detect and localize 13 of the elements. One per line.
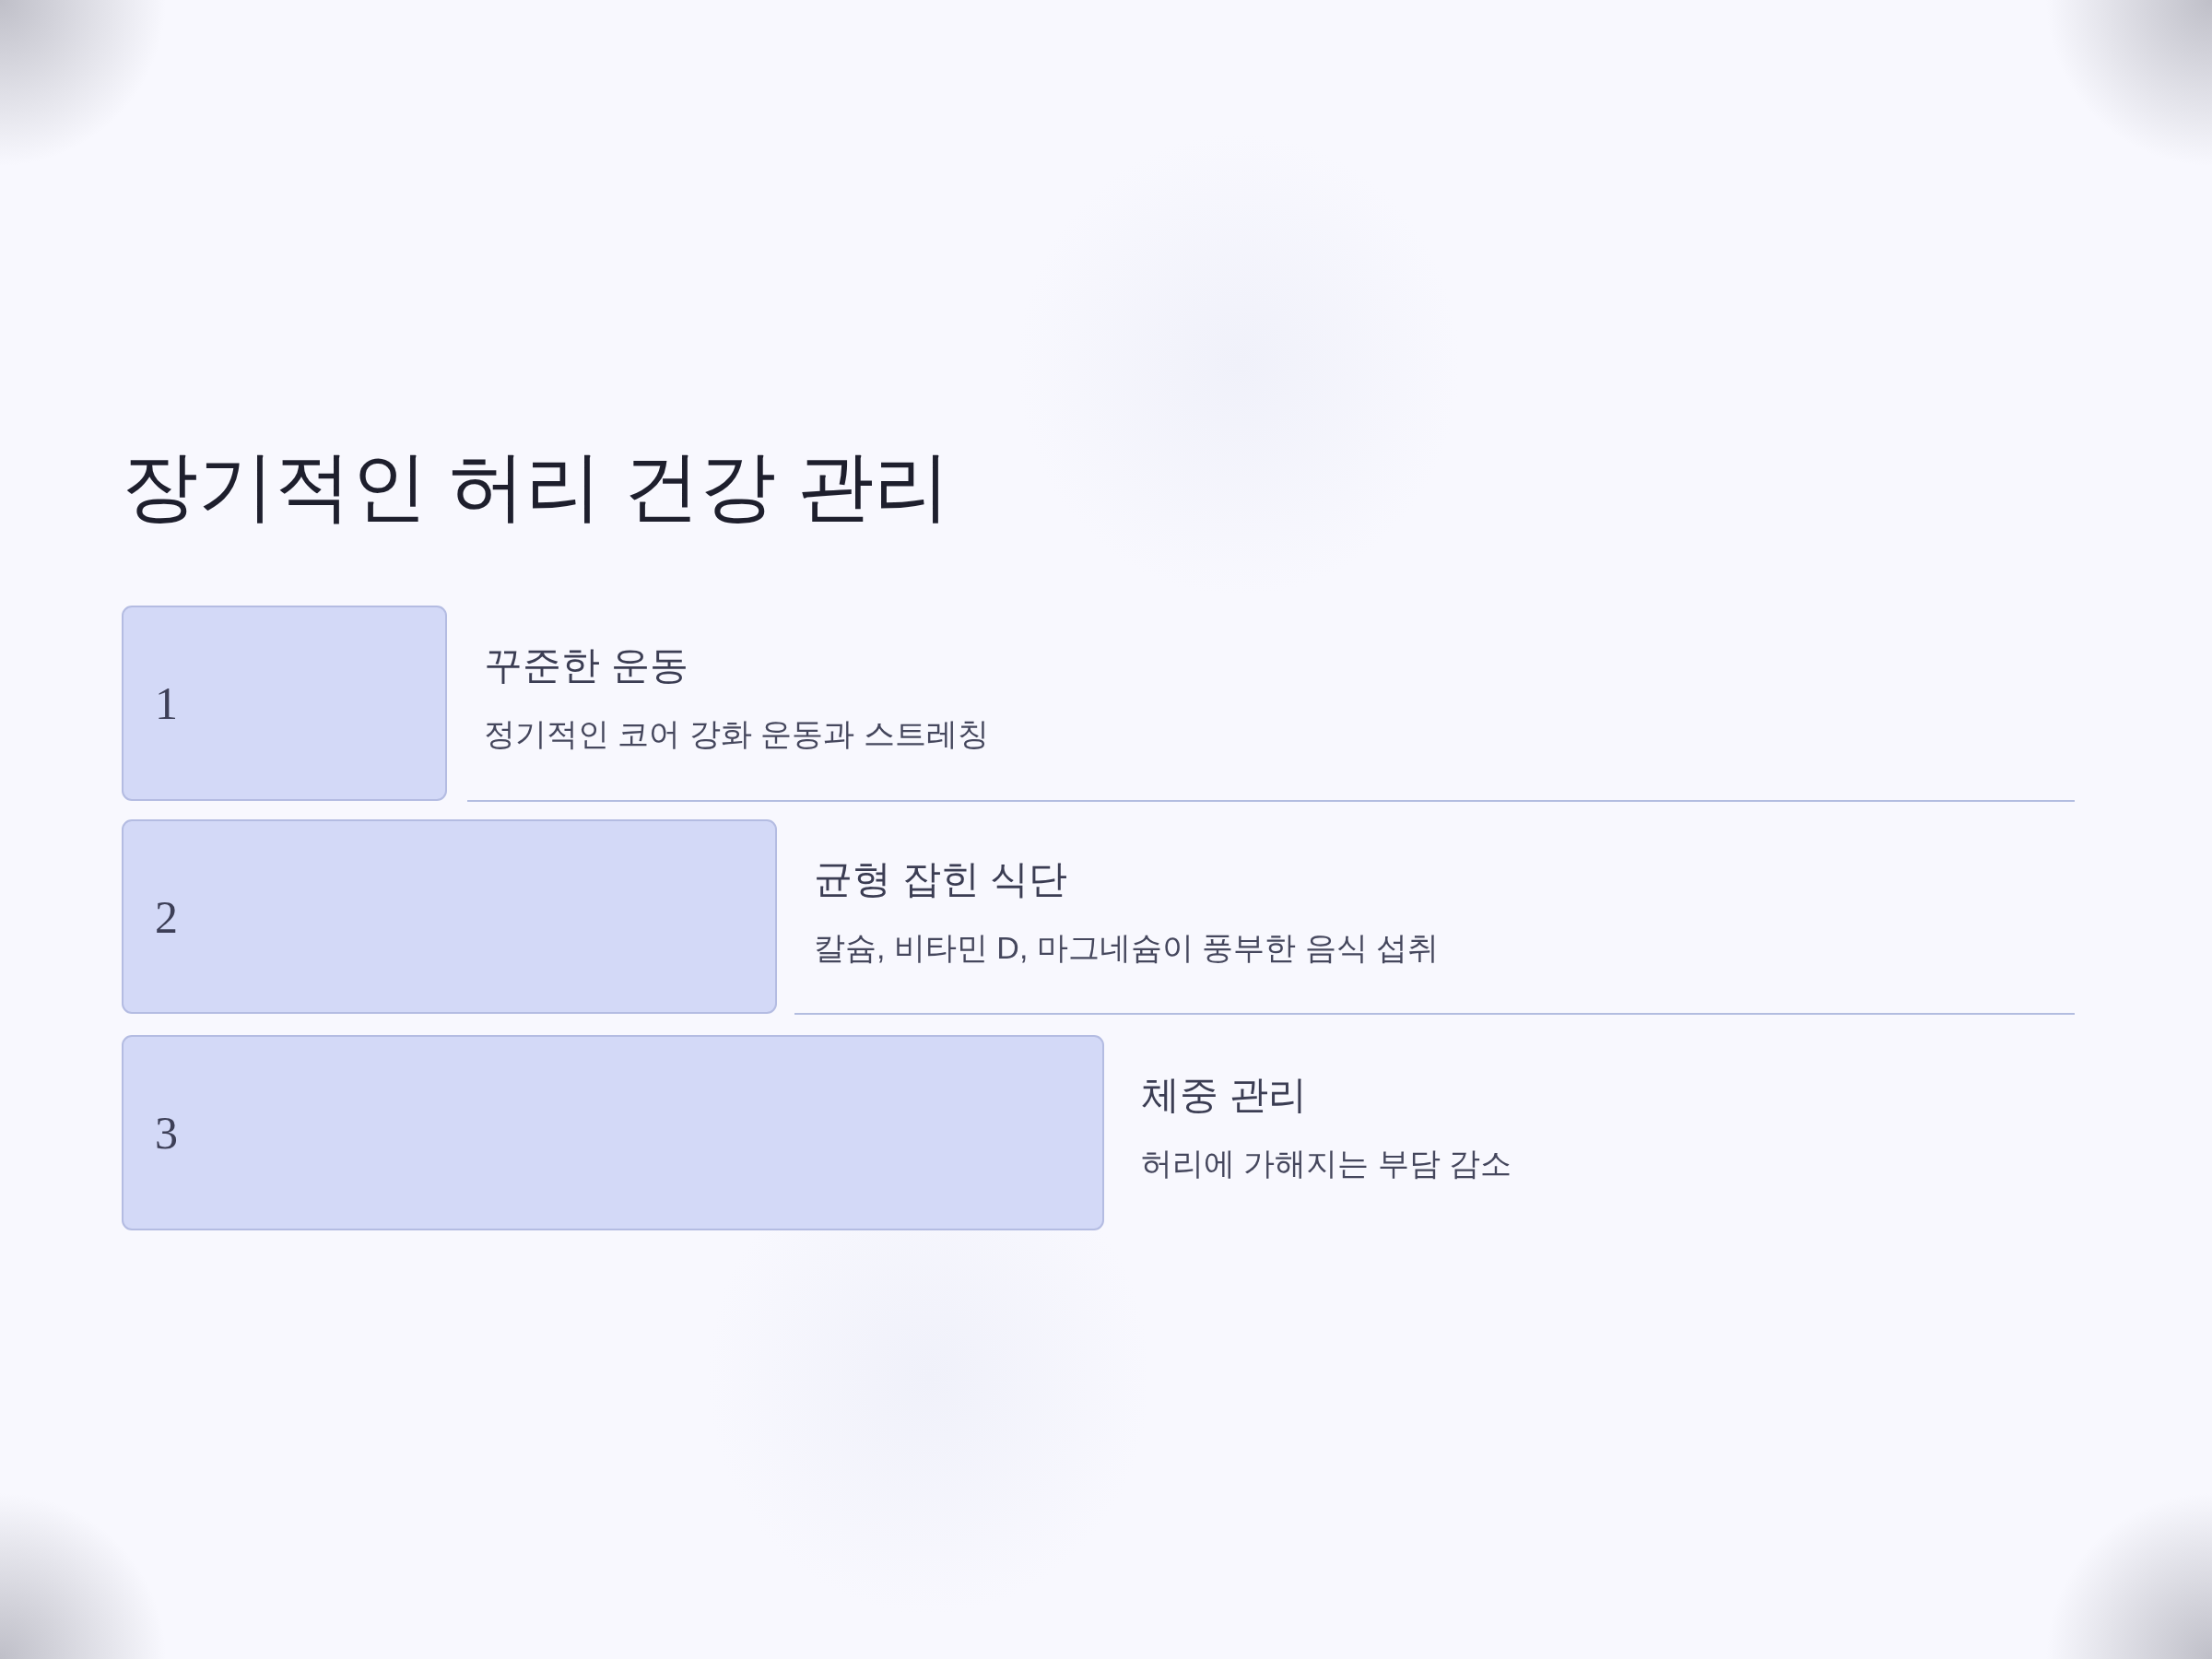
step-box — [122, 606, 447, 801]
step-heading: 꾸준한 운동 — [484, 642, 688, 688]
step-number: 1 — [155, 677, 178, 731]
step-description: 정기적인 코어 강화 운동과 스트레칭 — [484, 715, 989, 753]
title: 장기적인 허리 건강 관리 — [122, 442, 951, 531]
step-heading: 체중 관리 — [1141, 1072, 1307, 1118]
step-number: 3 — [155, 1106, 178, 1160]
step-number: 2 — [155, 889, 178, 945]
step-heading: 균형 잡힌 식단 — [814, 856, 1068, 902]
step-description: 칼슘, 비타민 D, 마그네슘이 풍부한 음식 섭취 — [814, 929, 1440, 967]
step-description: 허리에 가해지는 부담 감소 — [1141, 1145, 1512, 1182]
step-box — [122, 1035, 1104, 1230]
step-box — [122, 819, 777, 1014]
